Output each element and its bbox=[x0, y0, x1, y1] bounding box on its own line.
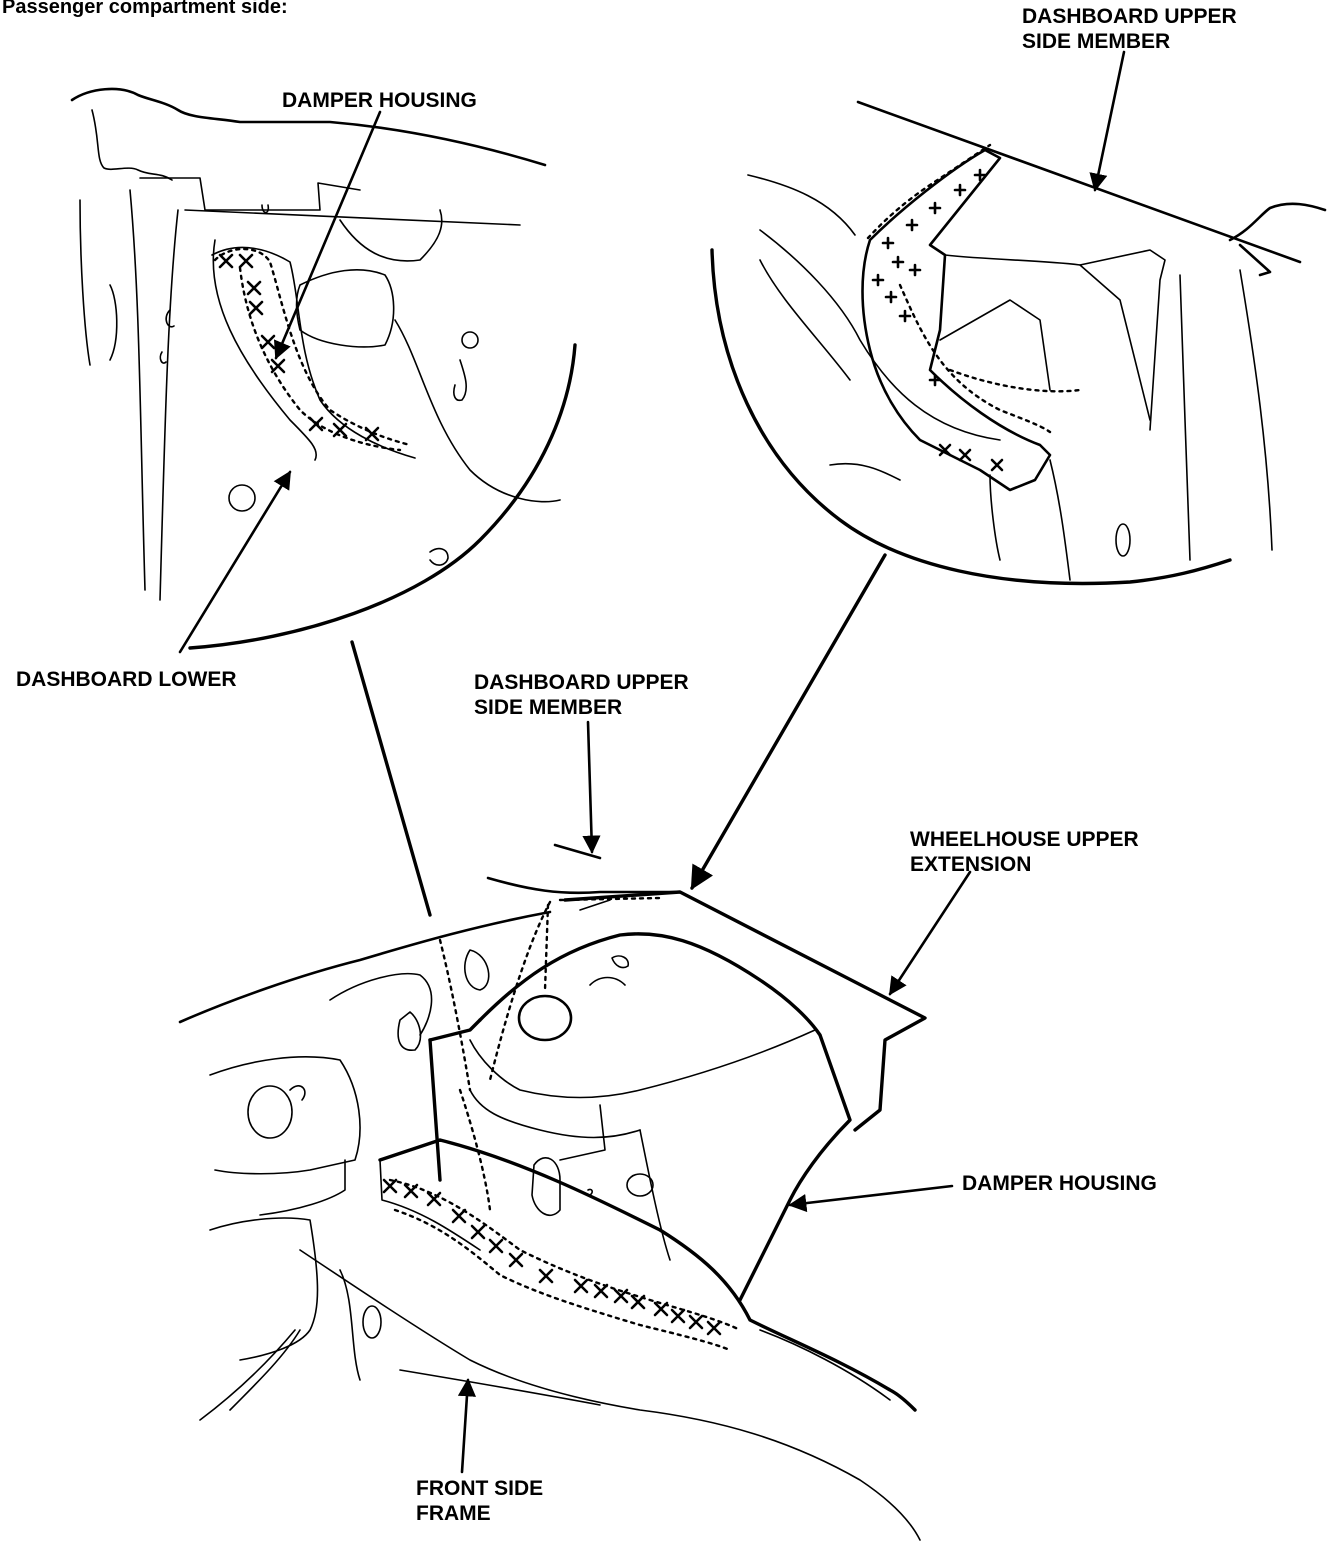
arrow-damper-housing-main bbox=[788, 1184, 954, 1213]
weld-marks-right-detail bbox=[871, 168, 1004, 472]
label-line: EXTENSION bbox=[910, 853, 1032, 876]
arrow-wheelhouse-upper-extension bbox=[888, 870, 972, 996]
label-dashboard-upper-side-member-detail: DASHBOARD UPPER SIDE MEMBER bbox=[1022, 4, 1237, 54]
leader-lines bbox=[178, 50, 1126, 1474]
label-damper-housing-detail: DAMPER HOUSING bbox=[282, 89, 477, 112]
left-detail-view bbox=[70, 87, 577, 650]
caption: Passenger compartment side: bbox=[2, 0, 288, 18]
label-wheelhouse-upper-extension: WHEELHOUSE UPPER EXTENSION bbox=[910, 827, 1139, 877]
label-line: DASHBOARD UPPER bbox=[1022, 5, 1237, 28]
right-detail-view bbox=[710, 100, 1327, 586]
weld-marks-main bbox=[382, 1178, 722, 1336]
arrow-front-side-frame bbox=[457, 1378, 477, 1474]
label-dashboard-upper-side-member-main: DASHBOARD UPPER SIDE MEMBER bbox=[474, 670, 689, 720]
label-dashboard-lower: DASHBOARD LOWER bbox=[16, 668, 237, 691]
label-line: DASHBOARD UPPER bbox=[474, 671, 689, 694]
connector-right-detail bbox=[690, 553, 887, 891]
connector-left-detail bbox=[350, 640, 432, 917]
arrow-damper-housing-detail bbox=[273, 110, 382, 360]
label-line: FRONT SIDE bbox=[416, 1477, 544, 1500]
arrow-dashboard-upper-side-member-main bbox=[582, 720, 601, 854]
label-line: SIDE MEMBER bbox=[474, 696, 623, 719]
main-assembly-view bbox=[178, 843, 927, 1541]
label-front-side-frame: FRONT SIDE FRAME bbox=[416, 1476, 543, 1526]
weld-marks-left-detail bbox=[218, 253, 380, 442]
label-line: WHEELHOUSE UPPER bbox=[910, 828, 1139, 851]
arrow-dashboard-upper-side-member-detail bbox=[1089, 50, 1126, 192]
label-damper-housing-main: DAMPER HOUSING bbox=[962, 1172, 1157, 1195]
arrow-dashboard-lower bbox=[178, 470, 292, 654]
label-line: SIDE MEMBER bbox=[1022, 30, 1171, 53]
label-line: FRAME bbox=[416, 1502, 491, 1525]
